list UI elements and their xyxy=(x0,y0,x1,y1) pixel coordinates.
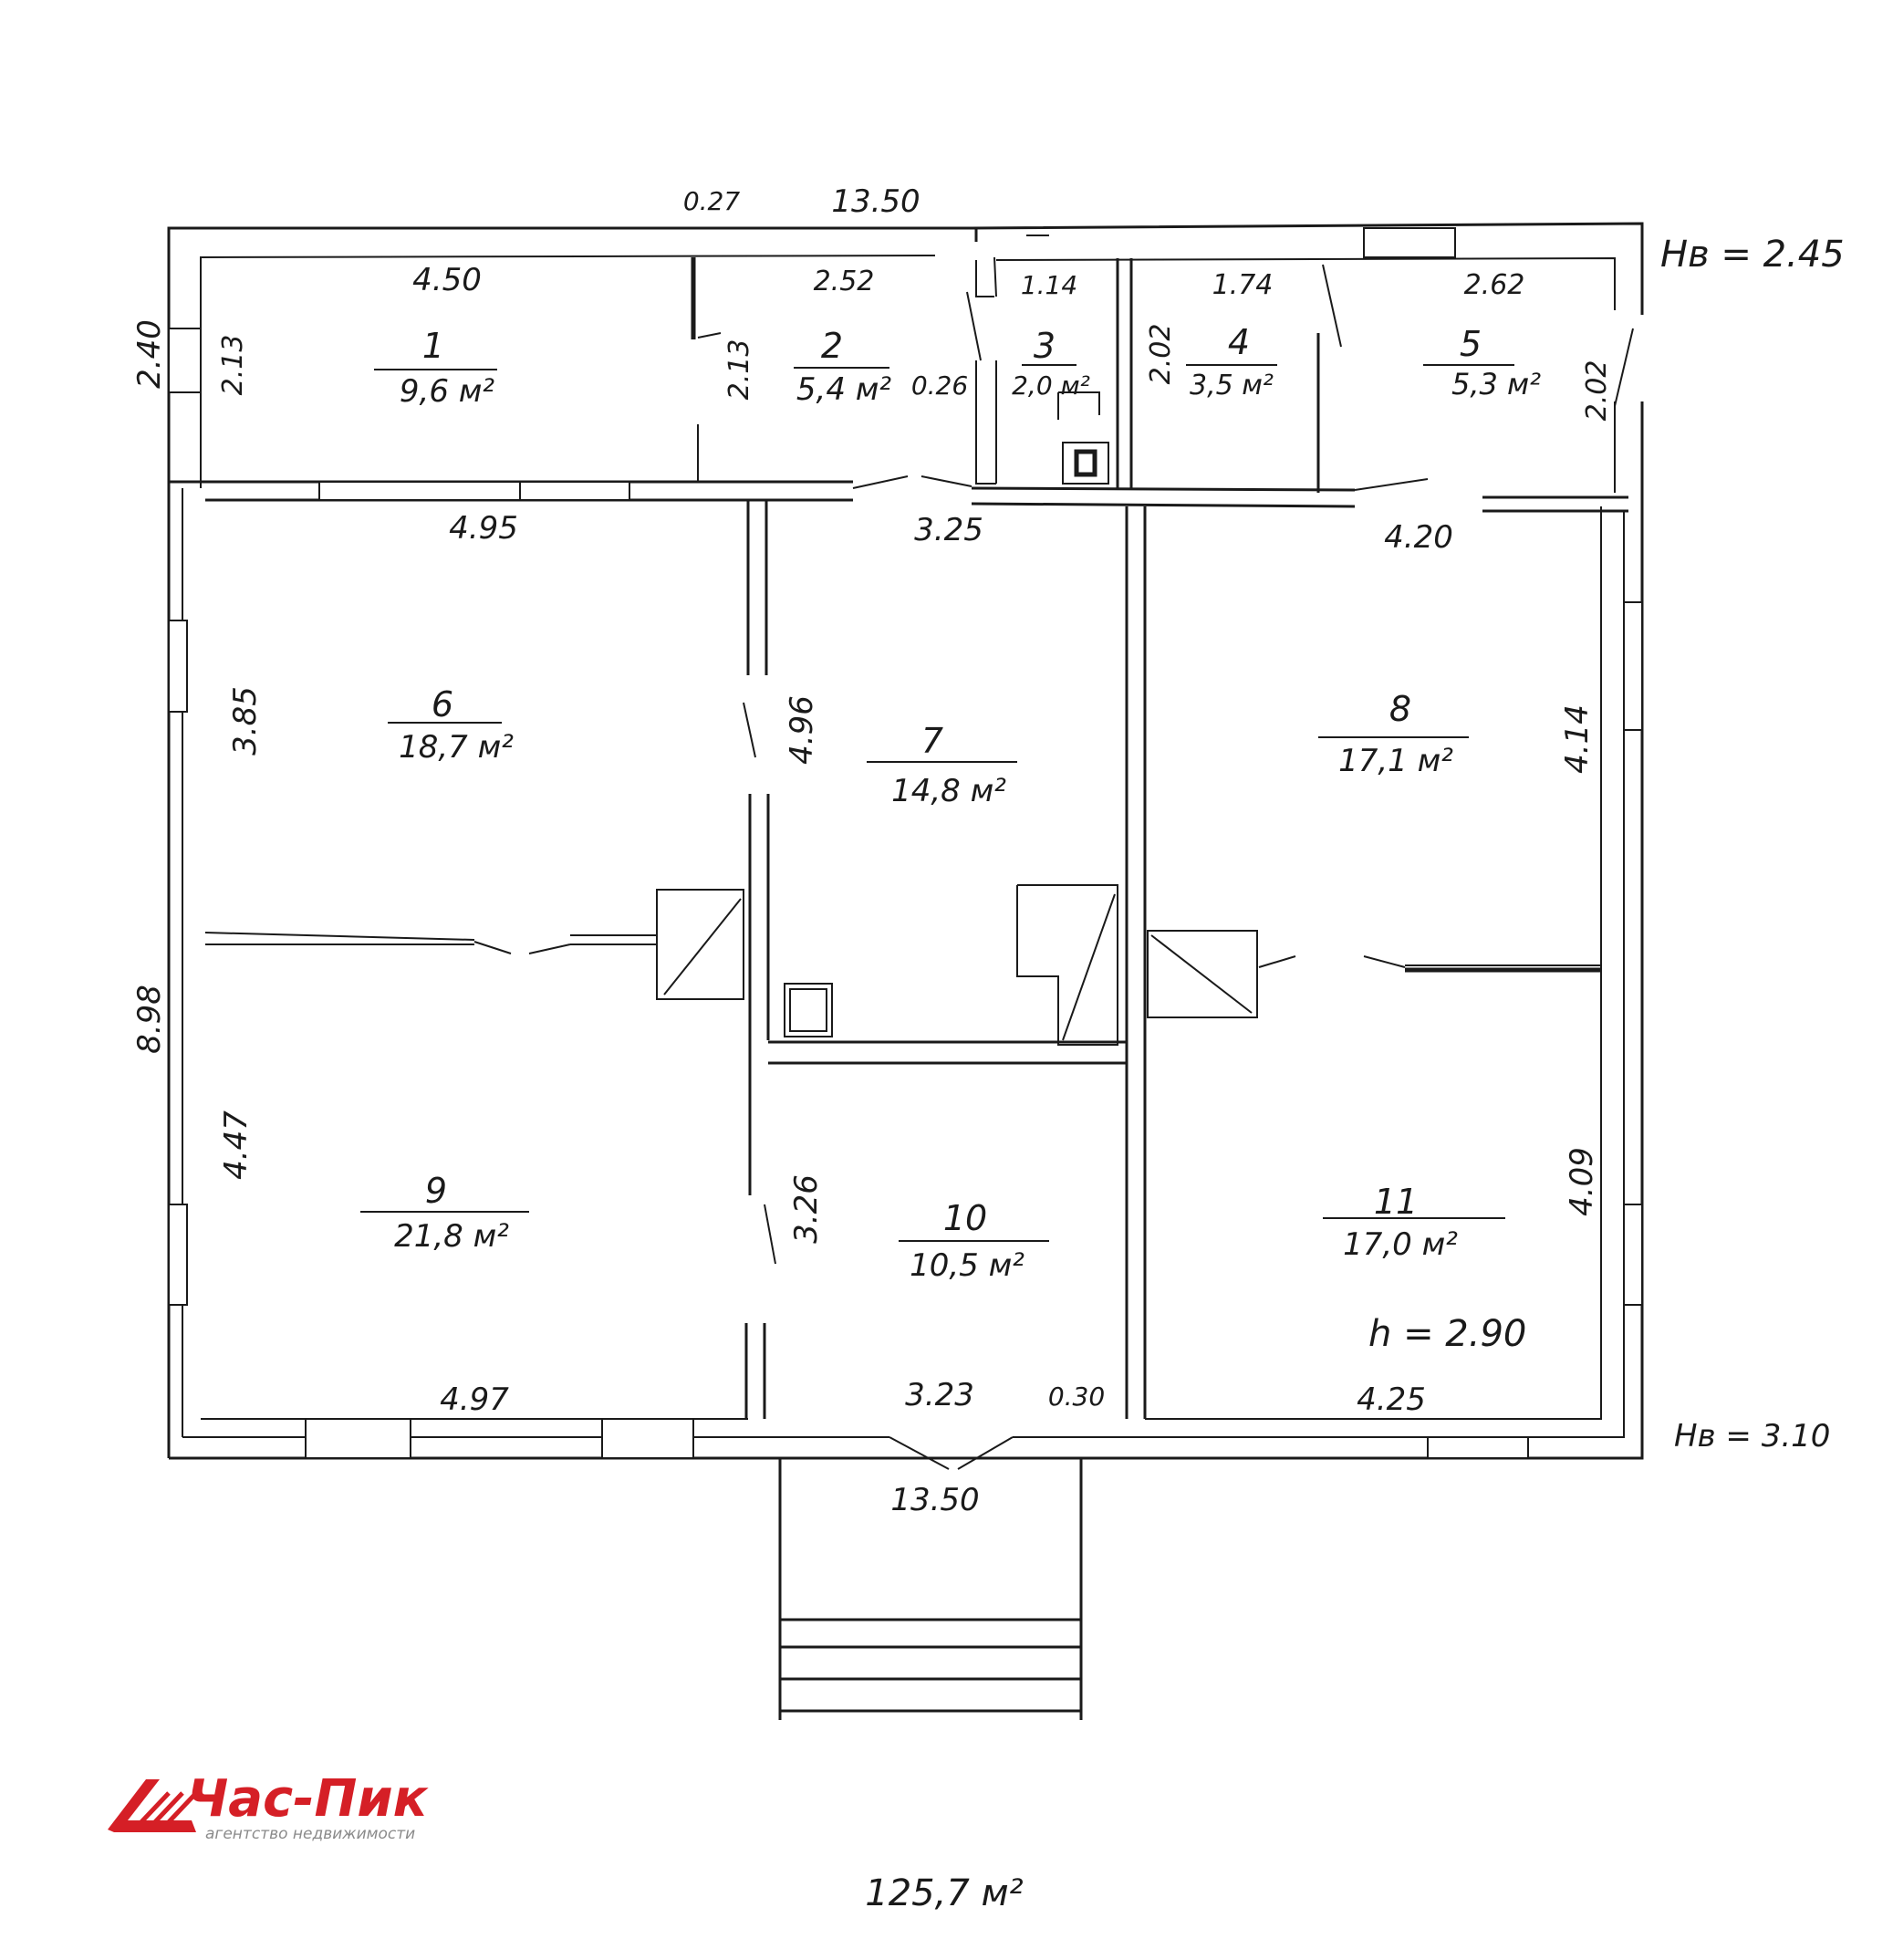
room-5-height: 2.02 xyxy=(1581,360,1613,422)
room-area: 21,8 м² xyxy=(394,1218,509,1255)
left-height-main: 8.98 xyxy=(131,985,168,1054)
room-8-height: 4.14 xyxy=(1559,704,1596,774)
logo-name: Час-Пик xyxy=(187,1769,430,1829)
dimension-labels: 13.50 0.27 4.50 2.52 1.14 1.74 2.62 0.26… xyxy=(131,183,1845,1914)
room-10-label: 10 10,5 м² xyxy=(899,1198,1049,1284)
room-5-label: 5 5,3 м² xyxy=(1423,324,1541,401)
overall-width-bottom: 13.50 xyxy=(890,1482,979,1518)
room-number: 8 xyxy=(1389,689,1411,729)
room-11-height: 4.09 xyxy=(1564,1147,1600,1216)
room-8-label: 8 17,1 м² xyxy=(1318,689,1469,779)
room-number: 1 xyxy=(422,326,444,366)
room-1-label: 1 9,6 м² xyxy=(374,326,497,410)
height-h-top: Нв = 2.45 xyxy=(1660,234,1845,276)
room-10-height: 3.26 xyxy=(788,1174,825,1244)
upper-room-partitions xyxy=(691,257,1634,493)
room-7-width: 3.25 xyxy=(914,512,983,548)
room-11-width: 4.25 xyxy=(1357,1381,1426,1418)
room-number: 11 xyxy=(1374,1182,1418,1222)
room-number: 3 xyxy=(1034,326,1056,366)
room-3-label: 3 2,0 м² xyxy=(1012,326,1090,401)
room-area: 9,6 м² xyxy=(400,373,495,410)
room-9-width: 4.97 xyxy=(440,1381,509,1418)
room-2-label: 2 5,4 м² xyxy=(794,326,891,408)
height-h-bottom: Нв = 3.10 xyxy=(1674,1418,1830,1454)
room-7-height: 4.96 xyxy=(784,695,820,765)
room-area: 18,7 м² xyxy=(399,729,514,766)
logo-mark-icon xyxy=(108,1779,198,1832)
room-number: 7 xyxy=(921,721,943,761)
room-labels: 1 9,6 м² 2 5,4 м² 3 2,0 м² 4 3,5 м² 5 5,… xyxy=(360,322,1541,1284)
room-10-wall: 0.30 xyxy=(1048,1381,1105,1412)
room-9-label: 9 21,8 м² xyxy=(360,1171,529,1255)
room-area: 5,3 м² xyxy=(1451,367,1541,401)
room-3-width: 1.14 xyxy=(1021,270,1077,300)
stoves xyxy=(656,884,1258,1046)
room-2-width: 2.52 xyxy=(814,266,875,297)
logo-tagline: агентство недвижимости xyxy=(205,1825,415,1843)
room-area: 3,5 м² xyxy=(1190,370,1274,401)
room-6-label: 6 18,7 м² xyxy=(388,684,514,766)
room-11-label: 11 17,0 м² xyxy=(1323,1182,1505,1263)
room-2-height: 2.13 xyxy=(723,339,755,401)
outer-walls xyxy=(167,222,1644,1460)
left-height-top: 2.40 xyxy=(131,319,168,389)
room-number: 6 xyxy=(432,684,453,725)
room-4-width: 1.74 xyxy=(1212,269,1274,301)
room-9-height: 4.47 xyxy=(218,1110,255,1180)
room-2-wall: 0.26 xyxy=(911,370,968,401)
room-6-height: 3.85 xyxy=(227,686,264,756)
room-number: 5 xyxy=(1460,324,1482,364)
room-number: 2 xyxy=(821,326,843,366)
room-8-width: 4.20 xyxy=(1384,519,1453,556)
room-area: 5,4 м² xyxy=(796,371,892,408)
room-1-height: 2.13 xyxy=(217,335,249,396)
middle-walls xyxy=(204,932,1601,973)
room-7-label: 7 14,8 м² xyxy=(867,721,1017,809)
room-5-width: 2.62 xyxy=(1464,269,1525,301)
room-4-label: 4 3,5 м² xyxy=(1186,322,1277,401)
overall-width-top: 13.50 xyxy=(831,183,920,220)
room-number: 4 xyxy=(1228,322,1250,362)
room-4-height: 2.02 xyxy=(1145,324,1177,385)
room-6-width: 4.95 xyxy=(449,510,518,547)
room-area: 10,5 м² xyxy=(910,1247,1025,1284)
agency-logo: Час-Пик агентство недвижимости xyxy=(108,1769,430,1843)
room-area: 17,0 м² xyxy=(1343,1226,1458,1263)
room-number: 10 xyxy=(943,1198,987,1238)
top-offset: 0.27 xyxy=(683,186,741,216)
total-area: 125,7 м² xyxy=(865,1872,1023,1914)
porch xyxy=(778,1436,1083,1720)
room-area: 14,8 м² xyxy=(891,773,1006,809)
room-10-width: 3.23 xyxy=(905,1377,974,1413)
room-1-width: 4.50 xyxy=(412,262,482,298)
room-area: 2,0 м² xyxy=(1012,370,1090,401)
upper-partition-walls xyxy=(168,227,1643,1459)
room-number: 9 xyxy=(425,1171,447,1211)
main-partitions xyxy=(743,500,1147,1419)
room-area: 17,1 м² xyxy=(1338,743,1453,779)
ceiling-height: h = 2.90 xyxy=(1368,1313,1526,1355)
